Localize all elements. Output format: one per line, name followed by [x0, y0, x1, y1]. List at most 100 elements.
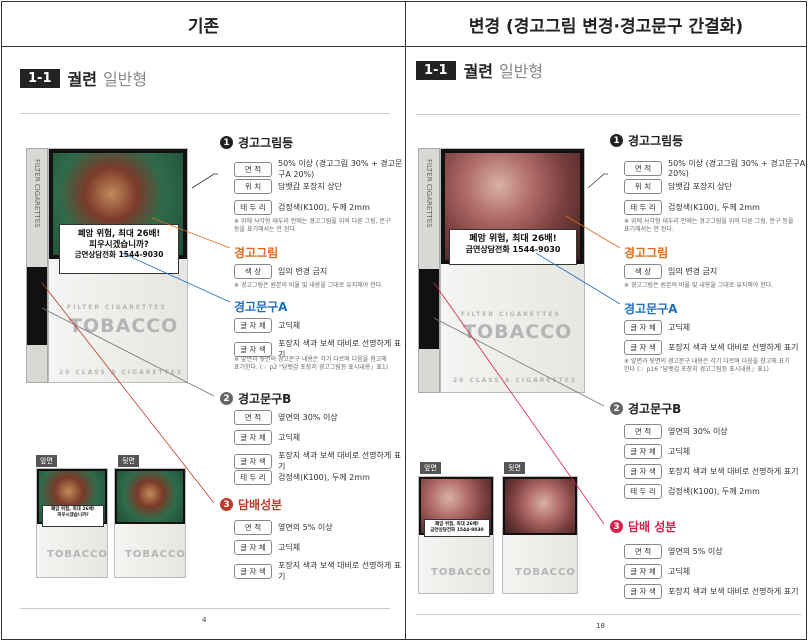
small-pack-back-new: TOBACCO	[502, 476, 578, 594]
s2-num-new: 2	[610, 402, 623, 415]
s2-heading-new: 2 경고문구B	[610, 400, 681, 417]
s2n-val-area: 옆면의 30% 이상	[668, 427, 728, 436]
s3-num: 3	[220, 498, 233, 511]
page-number-new: 18	[596, 622, 605, 630]
img-heading-new: 경고그림	[624, 246, 669, 260]
s1-num-new: 1	[610, 134, 623, 147]
small-front-warning: 폐암 위험, 최대 26배! 피우시겠습니까?	[42, 505, 104, 527]
small-back-brand-new: TOBACCO	[515, 567, 576, 578]
s1-val-area: 50% 이상 (경고그림 30% + 경고문구A 20%)	[278, 159, 403, 179]
s1-heading-new: 1 경고그림등	[610, 132, 683, 149]
s2-title: 경고문구B	[238, 392, 292, 406]
small-front-line2: 피우시겠습니까?	[57, 512, 89, 518]
warning-hotline: 금연상담전화 1544-9030	[74, 250, 164, 260]
page-number-old: 4	[202, 616, 207, 624]
leader-s3-new	[433, 282, 605, 525]
s3-title: 담배성분	[238, 498, 283, 512]
s1n-val-pos: 담뱃갑 포장지 상단	[668, 182, 732, 191]
s3n-val-area: 옆면의 5% 이상	[668, 547, 723, 556]
s1n-key-pos: 위 치	[624, 179, 662, 194]
textA-val-font: 고딕체	[278, 321, 301, 330]
side-warning-band-new	[419, 269, 439, 349]
section-tag-new: 1-1 궐련 일반형	[416, 58, 543, 82]
leader-img	[151, 217, 231, 249]
label-front-new: 앞면	[420, 462, 441, 474]
s1-val-border: 검정색(K100), 두께 2mm	[278, 203, 370, 212]
side-text: FILTER CIGARETTES	[33, 159, 41, 228]
s1-num: 1	[220, 136, 233, 149]
warning-line1-new: 폐암 위험, 최대 26배!	[469, 234, 557, 244]
warning-line2: 피우시겠습니까?	[89, 239, 149, 250]
brand-sub-top-new: FILTER CIGARETTES	[461, 311, 561, 318]
s3n-key-color: 글 자 색	[624, 584, 662, 599]
brand-sub-bottom: 20 CLASS A CIGARETTES	[59, 369, 184, 376]
s1n-val-area: 50% 이상 (경고그림 30% + 경고문구A 20%)	[668, 159, 806, 178]
label-front: 앞면	[36, 455, 57, 467]
s3-heading: 3 담배성분	[220, 496, 282, 513]
textA-key-font: 글 자 체	[234, 318, 272, 333]
textA-note-new: ※ 앞면과 뒷면의 경고문구 내용은 각기 다르며 다음을 참고해 표기한다 (…	[624, 358, 790, 374]
textA-key-color: 글 자 색	[234, 341, 272, 357]
column-divider	[405, 2, 406, 639]
small-front-new-line1: 폐암 위험, 최대 26배!	[435, 522, 479, 527]
textA-val-color: 포장지 색과 보색 대비로 선명하게 표기	[278, 339, 402, 359]
main-pack-old: 폐암 위험, 최대 26배! 피우시겠습니까? 금연상담전화 1544-9030…	[48, 148, 188, 383]
textAn-val-font: 고딕체	[668, 323, 691, 332]
s3-val-area: 옆면의 5% 이상	[278, 523, 333, 532]
textAn-val-color: 포장지 색과 보색 대비로 선명하게 표기	[668, 343, 799, 352]
leader-textA	[121, 252, 231, 303]
s1-row-pos-new: 위 치 담뱃갑 포장지 상단	[624, 179, 732, 194]
s1-note-new: ※ 위에 사각형 테두리 안에는 경고그림을 위의 다른 그림, 문구 등을 표…	[624, 218, 794, 234]
s2-row-border: 테 두 리 검정색(K100), 두께 2mm	[234, 470, 370, 485]
s2-key-border: 테 두 리	[234, 470, 272, 485]
leader-s3	[41, 282, 215, 504]
s2-val-border: 검정색(K100), 두께 2mm	[278, 473, 370, 482]
small-back-image-new	[503, 477, 577, 535]
s2-title-new: 경고문구B	[628, 402, 682, 416]
brand-name: TOBACCO	[69, 315, 179, 337]
img-key-color: 색 상	[234, 264, 272, 279]
s3n-val-font: 고딕체	[668, 567, 691, 576]
brand-sub-bottom-new: 20 CLASS A CIGARETTES	[453, 377, 578, 384]
s3-val-color: 포장지 색과 보색 대비로 선명하게 표기	[278, 561, 402, 581]
s1-title-new: 경고그림등	[628, 134, 684, 148]
small-back-lung	[117, 471, 183, 522]
s3-row-area-new: 면 적 옆면의 5% 이상	[624, 544, 723, 559]
s3n-key-area: 면 적	[624, 544, 662, 559]
small-front-line1: 폐암 위험, 최대 26배!	[51, 507, 95, 512]
s3-key-font: 글 자 체	[234, 540, 272, 555]
s1-note: ※ 위에 사각형 테두리 안에는 경고그림을 위의 다른 그림, 문구 등을 표…	[234, 218, 391, 234]
s1n-key-area: 면 적	[624, 160, 662, 176]
tag-number-new: 1-1	[416, 60, 456, 80]
textA-row-font: 글 자 체 고딕체	[234, 318, 300, 333]
s3n-val-color: 포장지 색과 보색 대비로 선명하게 표기	[668, 587, 799, 596]
s2-val-color: 포장지 색과 보색 대비로 선명하게 표기	[278, 451, 402, 471]
img-heading: 경고그림	[234, 246, 279, 260]
leader-textA-new	[535, 252, 621, 305]
warning-text-box: 폐암 위험, 최대 26배! 피우시겠습니까? 금연상담전화 1544-9030	[59, 224, 179, 274]
s2-num: 2	[220, 392, 233, 405]
side-text-new: FILTER CIGARETTES	[425, 159, 433, 228]
small-front-warning-new: 폐암 위험, 최대 26배! 금연상담전화 1544-9030	[424, 519, 490, 537]
panel-old: 1-1 궐련 일반형 FILTER CIGARETTES 폐암 위험, 최대 2…	[2, 48, 405, 639]
warning-hotline-new: 금연상담전화 1544-9030	[465, 245, 561, 255]
small-pack-front-new: 폐암 위험, 최대 26배! 금연상담전화 1544-9030 TOBACCO	[418, 476, 494, 594]
leader-lines-new	[433, 173, 621, 525]
s2-key-color: 글 자 색	[234, 453, 272, 469]
small-pack-back: TOBACCO	[114, 468, 186, 578]
s3-key-color: 글 자 색	[234, 563, 272, 579]
img-note-new: ※ 경고그림은 원본의 비율 및 내용을 그대로 유지해야 한다.	[624, 282, 774, 289]
leader-s1-new	[587, 173, 608, 189]
s3n-key-font: 글 자 체	[624, 564, 662, 579]
warning-text-box-new: 폐암 위험, 최대 26배! 금연상담전화 1544-9030	[449, 229, 577, 265]
